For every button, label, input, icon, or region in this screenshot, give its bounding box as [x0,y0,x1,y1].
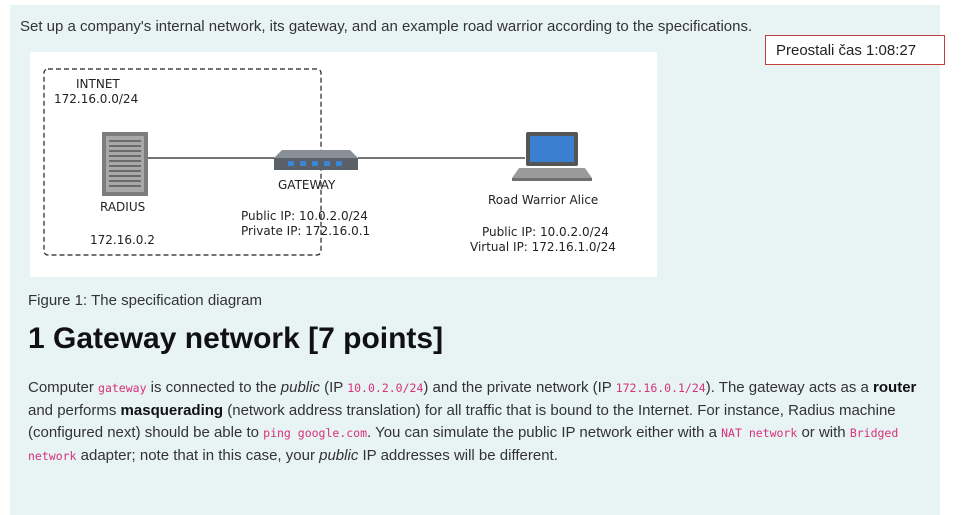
switch-icon [274,150,358,170]
section-heading: 1 Gateway network [7 points] [28,322,444,355]
code-private-ip: 172.16.0.1/24 [615,381,706,395]
para-text: ) and the private network (IP [423,379,616,396]
diagram-graphic [43,68,592,256]
section-paragraph: Computer gateway is connected to the pub… [28,377,933,467]
warrior-label: Road Warrior Alice [488,193,599,207]
emphasis-public: public [319,446,359,464]
gateway-public-ip: Public IP: 10.0.2.0/24 [241,209,368,223]
para-text: (network address translation) for all tr… [28,401,896,442]
server-icon [102,132,148,196]
para-text: (IP [319,379,348,396]
emphasis-public: public [280,379,320,396]
gateway-label: GATEWAY [278,178,336,192]
para-text: IP addresses will be different. [358,446,558,464]
para-text: and performs [28,401,121,419]
laptop-icon [512,132,592,181]
gateway-private-ip: Private IP: 172.16.0.1 [241,224,371,238]
para-text: ). The gateway acts as a [705,379,874,396]
para-text: . You can simulate the public IP network… [367,424,722,441]
specification-diagram: INTNET 172.16.0.0/24 RADIUS 172.16.0.2 G… [30,52,657,277]
radius-label: RADIUS [100,200,146,214]
code-public-ip: 10.0.2.0/24 [347,381,424,395]
warrior-virtual-ip: Virtual IP: 172.16.1.0/24 [470,240,616,254]
intro-text: Set up a company's internal network, its… [20,18,753,35]
figure-caption: Figure 1: The specification diagram [28,292,263,309]
warrior-public-ip: Public IP: 10.0.2.0/24 [482,225,609,239]
strong-masquerading: masquerading [120,401,224,419]
para-text: is connected to the [146,379,281,396]
strong-router: router [873,379,917,396]
code-ping: ping google.com [263,426,368,440]
para-text: adapter; note that in this case, your [76,446,320,464]
code-gateway: gateway [98,381,147,395]
para-text: or with [797,424,850,441]
radius-ip: 172.16.0.2 [90,233,155,247]
remaining-time-badge: Preostali čas 1:08:27 [765,35,945,65]
intnet-title: INTNET [76,77,120,91]
para-text: Computer [28,379,99,396]
intnet-subnet: 172.16.0.0/24 [54,92,139,106]
code-nat-network: NAT network [721,426,798,440]
code-bridged-network: Bridged network [28,426,899,463]
